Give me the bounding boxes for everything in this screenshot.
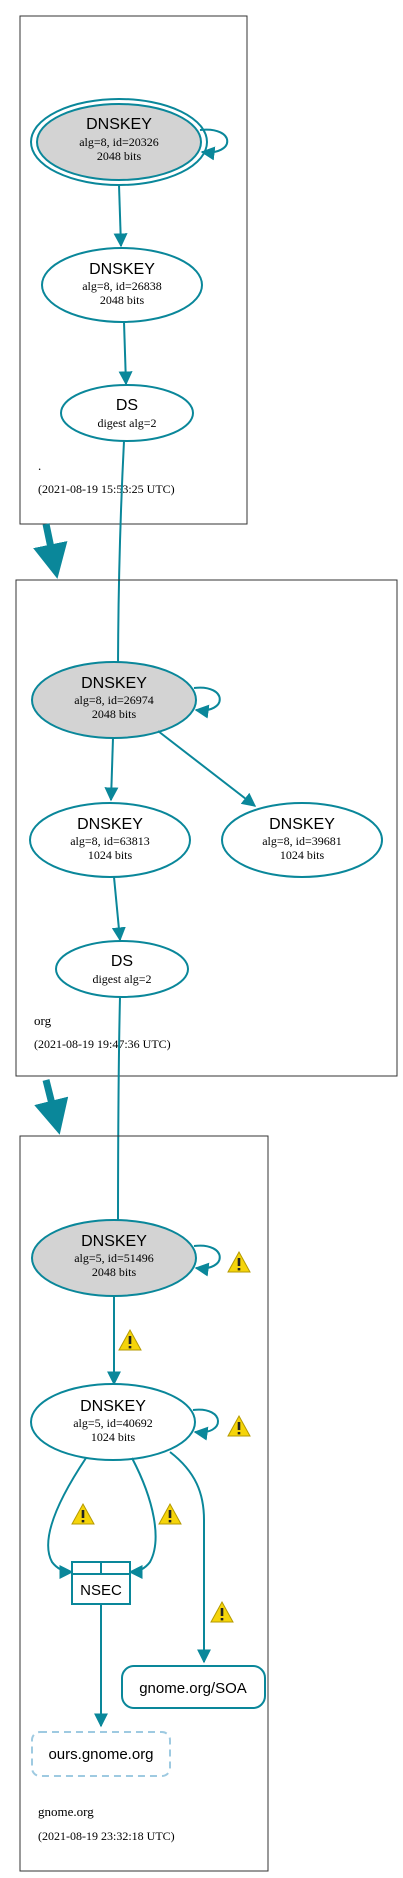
edge-root-zsk-ds [118, 321, 133, 386]
org-zsk2-node[interactable]: DNSKEY alg=8, id=39681 1024 bits [221, 802, 383, 878]
root-ksk-line1: alg=8, id=20326 [79, 135, 159, 149]
org-ds-title: DS [111, 953, 133, 970]
org-ksk-title: DNSKEY [81, 675, 147, 692]
root-zsk-node[interactable]: DNSKEY alg=8, id=26838 2048 bits [41, 247, 203, 323]
zone-gnome-box [19, 1135, 269, 1872]
zone-org-box [15, 579, 398, 1077]
edge-org-ksk-zsk2 [157, 730, 257, 807]
edge-root-ksk-zsk [113, 184, 128, 248]
org-zsk1-line2: 1024 bits [88, 848, 133, 862]
edge-org-ksk-zsk1 [104, 737, 119, 802]
warning-icon [158, 1503, 182, 1525]
gnome-zsk-title: DNSKEY [80, 1398, 146, 1415]
root-zsk-line2: 2048 bits [100, 293, 145, 307]
zone-org-name: org [34, 1013, 52, 1028]
gnome-ours-node[interactable]: ours.gnome.org [31, 1731, 171, 1777]
org-zsk1-line1: alg=8, id=63813 [70, 834, 150, 848]
gnome-soa-node[interactable]: gnome.org/SOA [121, 1665, 266, 1709]
gnome-zsk-line1: alg=5, id=40692 [73, 1416, 153, 1430]
gnome-zsk-line2: 1024 bits [91, 1430, 136, 1444]
org-ksk-node[interactable]: DNSKEY alg=8, id=26974 2048 bits [31, 661, 197, 739]
delegation-arrow-root-org [33, 523, 68, 579]
root-ksk-title: DNSKEY [86, 116, 152, 133]
root-zsk-title: DNSKEY [89, 261, 155, 278]
gnome-ksk-line1: alg=5, id=51496 [74, 1251, 154, 1265]
org-zsk2-line1: alg=8, id=39681 [262, 834, 342, 848]
gnome-soa-title: gnome.org/SOA [139, 1680, 247, 1697]
gnome-ksk-line2: 2048 bits [92, 1265, 137, 1279]
edge-root-ds-org-ksk [111, 440, 126, 682]
gnome-ksk-node[interactable]: DNSKEY alg=5, id=51496 2048 bits [31, 1219, 197, 1297]
root-ksk-line2: 2048 bits [97, 149, 142, 163]
zone-org-timestamp: (2021-08-19 19:47:36 UTC) [34, 1037, 171, 1051]
root-ksk-node[interactable]: DNSKEY alg=8, id=20326 2048 bits [30, 98, 208, 186]
gnome-ours-title: ours.gnome.org [48, 1746, 153, 1763]
gnome-nsec-title: NSEC [80, 1582, 122, 1599]
gnome-nsec-node[interactable]: NSEC [71, 1561, 131, 1605]
org-zsk1-node[interactable]: DNSKEY alg=8, id=63813 1024 bits [29, 802, 191, 878]
root-ds-title: DS [116, 397, 138, 414]
org-ds-line1: digest alg=2 [92, 972, 151, 986]
org-zsk1-title: DNSKEY [77, 816, 143, 833]
zone-gnome-name: gnome.org [38, 1804, 94, 1819]
edge-org-zsk1-ds [111, 876, 126, 942]
org-zsk2-line2: 1024 bits [280, 848, 325, 862]
zone-gnome-timestamp: (2021-08-19 23:32:18 UTC) [38, 1829, 175, 1843]
root-ksk-self-edge [199, 128, 229, 161]
edge-org-ds-gnome-ksk [111, 996, 126, 1240]
root-ds-node[interactable]: DS digest alg=2 [60, 384, 194, 442]
gnome-ksk-self-edge [193, 1244, 221, 1277]
org-ksk-self-edge [193, 686, 221, 719]
gnome-zsk-self-edge [192, 1408, 219, 1441]
org-zsk2-title: DNSKEY [269, 816, 335, 833]
org-ds-node[interactable]: DS digest alg=2 [55, 940, 189, 998]
warning-icon [71, 1503, 95, 1525]
warning-icon [227, 1251, 251, 1273]
zone-root-timestamp: (2021-08-19 15:53:25 UTC) [38, 482, 175, 496]
zone-root-name: . [38, 458, 41, 473]
root-ds-line1: digest alg=2 [97, 416, 156, 430]
warning-icon [227, 1415, 251, 1437]
edge-gnome-zsk-nsec-left [47, 1457, 87, 1579]
org-ksk-line2: 2048 bits [92, 707, 137, 721]
org-ksk-line1: alg=8, id=26974 [74, 693, 154, 707]
gnome-ksk-title: DNSKEY [81, 1233, 147, 1250]
root-zsk-line1: alg=8, id=26838 [82, 279, 162, 293]
warning-icon [210, 1601, 234, 1623]
edge-gnome-zsk-soa [169, 1451, 211, 1664]
gnome-zsk-node[interactable]: DNSKEY alg=5, id=40692 1024 bits [30, 1383, 196, 1461]
zone-root-box [19, 15, 248, 525]
warning-icon [118, 1329, 142, 1351]
edge-gnome-zsk-nsec-right [128, 1457, 157, 1579]
delegation-arrow-org-gnome [34, 1079, 69, 1135]
